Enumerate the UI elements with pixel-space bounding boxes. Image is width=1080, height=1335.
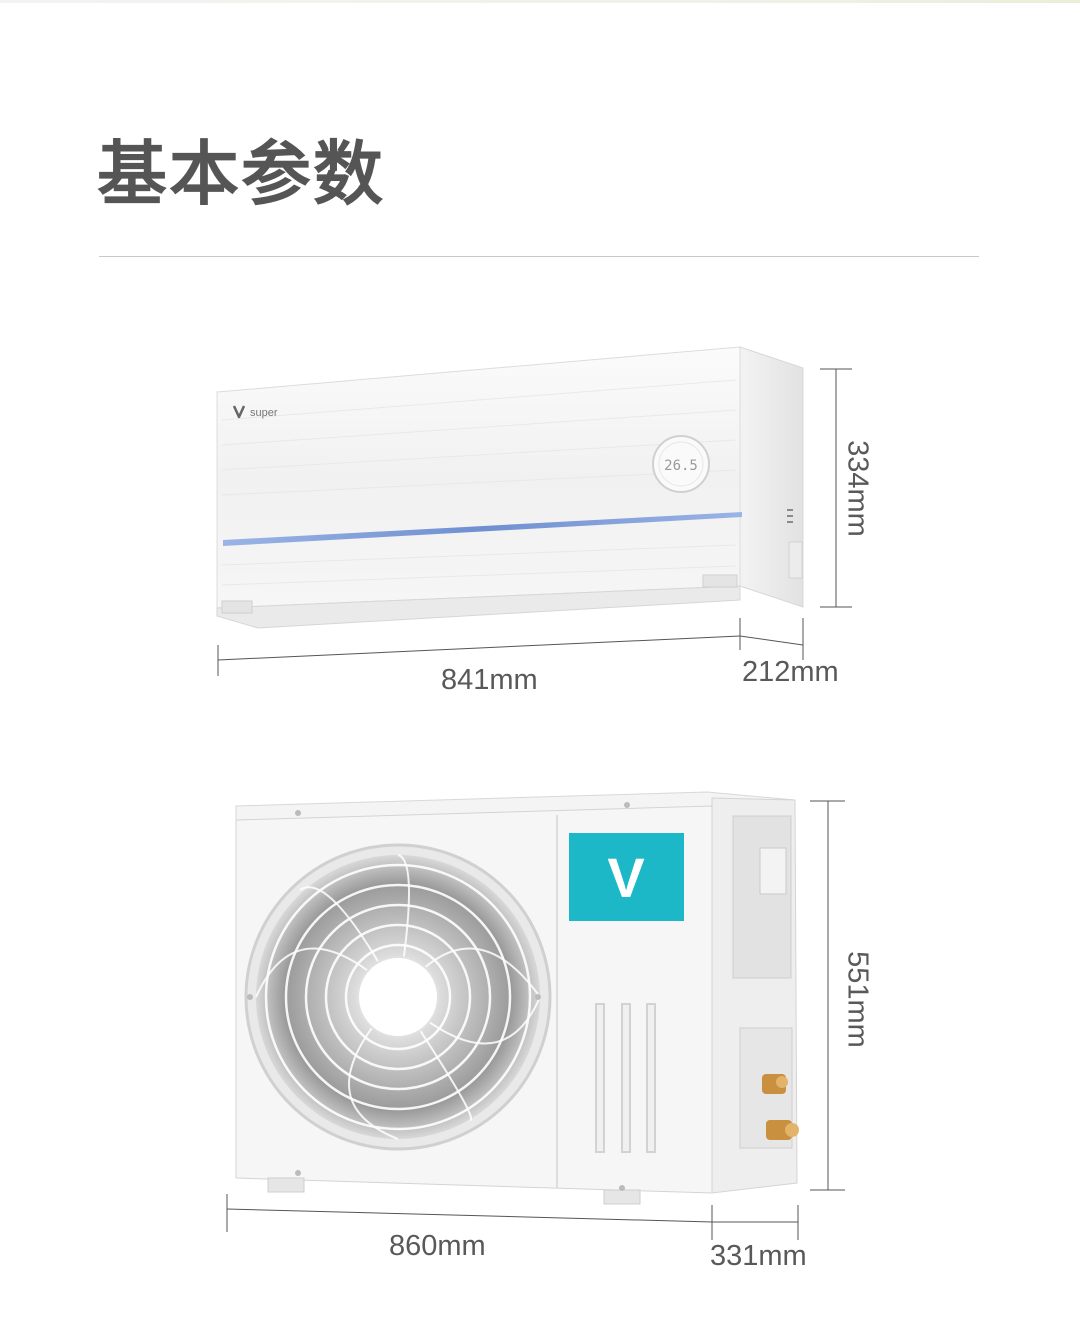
outdoor-unit: V bbox=[235, 791, 799, 1205]
page-title: 基本参数 bbox=[97, 133, 385, 215]
indoor-dimension-lines bbox=[217, 368, 852, 676]
fan-guard bbox=[244, 843, 552, 1151]
refrigerant-valves bbox=[762, 1074, 799, 1140]
indoor-width-label: 841mm bbox=[441, 664, 538, 696]
title-divider bbox=[99, 256, 979, 257]
indoor-unit: super 26.5 bbox=[216, 346, 804, 629]
outdoor-height-label: 551mm bbox=[841, 951, 874, 1048]
outdoor-depth-label: 331mm bbox=[710, 1240, 807, 1272]
outdoor-logo-letter: V bbox=[607, 846, 644, 909]
top-edge bbox=[0, 0, 1080, 3]
indoor-brand-label: super bbox=[250, 407, 278, 419]
outdoor-dimension-lines bbox=[226, 800, 845, 1240]
outdoor-logo-panel: V bbox=[569, 833, 684, 921]
indoor-depth-label: 212mm bbox=[742, 656, 839, 688]
temperature-display: 26.5 bbox=[652, 435, 710, 493]
brand-v-icon bbox=[232, 405, 246, 419]
indoor-height-label: 334mm bbox=[841, 440, 874, 537]
display-reading: 26.5 bbox=[664, 458, 698, 474]
outdoor-width-label: 860mm bbox=[389, 1230, 486, 1262]
